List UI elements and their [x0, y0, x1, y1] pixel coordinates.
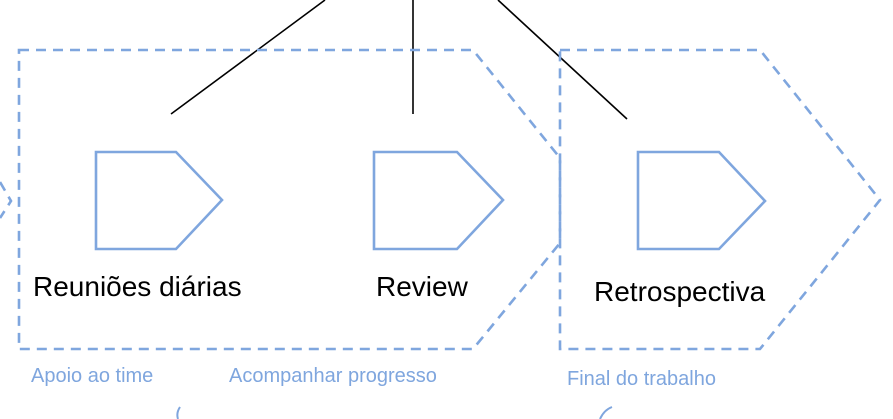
- partial-mark-right: [599, 406, 613, 419]
- step-shape-review: [372, 150, 505, 251]
- step-label-retrospectiva: Retrospectiva: [594, 276, 766, 307]
- step-label-reunioes: Reuniões diárias: [33, 271, 242, 302]
- connector-line-right: [497, 0, 628, 120]
- step-shape-reunioes: [94, 150, 224, 251]
- connector-line-left: [170, 0, 326, 115]
- phase-label-final: Final do trabalho: [567, 368, 716, 390]
- phase-label-apoio: Apoio ao time: [31, 365, 153, 387]
- step-label-review: Review: [376, 271, 469, 302]
- partial-mark-left: [176, 406, 181, 419]
- phase-chevron-2: [558, 48, 882, 351]
- phase-chevron-1: [17, 48, 562, 351]
- phase-label-acompanhar: Acompanhar progresso: [229, 365, 437, 387]
- phase-chevron-partial: [0, 181, 13, 219]
- step-shape-retrospectiva: [636, 150, 767, 251]
